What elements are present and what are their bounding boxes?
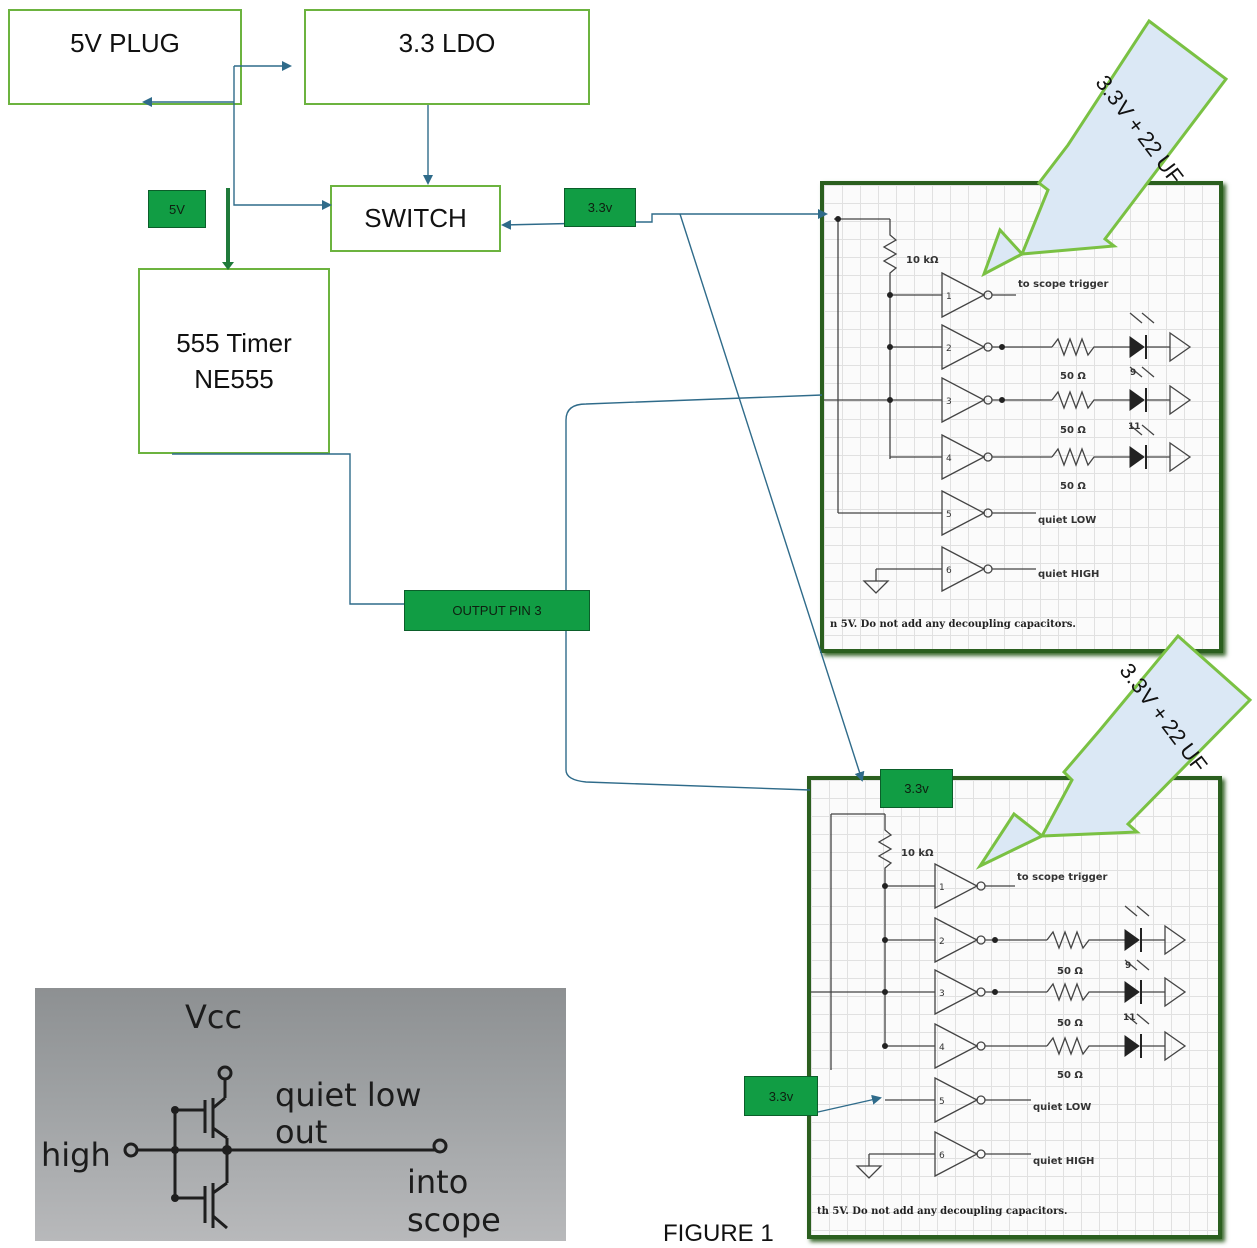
five-v-feed-arrowhead (222, 262, 234, 270)
callout-arrow-top: 3.3 V + 22 UF (984, 21, 1226, 274)
gate5-supply-arrow (818, 1098, 880, 1112)
tag-gate5-3v3: 3.3v (744, 1076, 818, 1116)
panel-top-supply-wire (636, 214, 826, 222)
figure-caption: FIGURE 1 (663, 1220, 774, 1248)
output-to-panel-bottom-wire (566, 611, 810, 790)
tag-panel2-3v3: 3.3v (880, 769, 953, 808)
timer-output-wire (172, 454, 404, 604)
callout-arrow-bottom: 3.3 V + 22 UF (980, 636, 1250, 866)
panel-bottom-supply-wire (680, 214, 862, 780)
output-to-panel-top-wire (566, 395, 822, 611)
tag-5v: 5V (148, 190, 206, 228)
tag-switch-3v3: 3.3v (564, 188, 636, 227)
plug-to-switch-wire (234, 66, 330, 205)
tag-output-pin-3: OUTPUT PIN 3 (404, 590, 590, 631)
